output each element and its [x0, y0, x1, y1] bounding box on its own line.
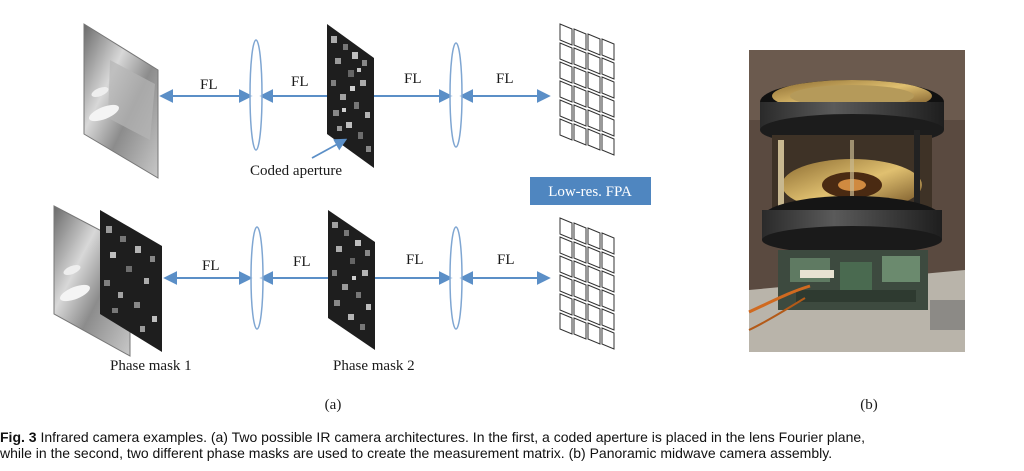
- fpa-pixel: [573, 66, 587, 89]
- fpa-pixel: [573, 260, 587, 283]
- fpa-pixel: [559, 42, 573, 65]
- fpa-pixel: [601, 95, 615, 118]
- fpa-label-box: Low-res. FPA: [530, 177, 651, 205]
- caption-line-2: while in the second, two different phase…: [0, 445, 833, 461]
- fpa-pixel: [587, 52, 601, 75]
- caption-fig-label: Fig. 3: [0, 429, 37, 445]
- fpa-pixel: [601, 308, 615, 331]
- fpa-pixel: [559, 217, 573, 240]
- panel-a-label: (a): [325, 397, 342, 413]
- fpa-pixel: [559, 118, 573, 141]
- coded-aperture-pointer: [311, 138, 348, 159]
- fpa-pixel: [573, 298, 587, 321]
- fpa-pixel: [573, 241, 587, 264]
- fpa-pixel: [587, 284, 601, 307]
- fl-label-top-4: FL: [496, 71, 514, 87]
- fpa-pixel: [601, 76, 615, 99]
- figure-caption: Fig. 3 Infrared camera examples. (a) Two…: [0, 429, 1024, 461]
- fpa-pixel: [559, 255, 573, 278]
- fl-label-bottom-1: FL: [202, 258, 220, 274]
- fpa-pixel: [587, 303, 601, 326]
- coded-aperture-label: Coded aperture: [250, 163, 342, 179]
- phase-mask-2: [328, 210, 375, 350]
- fpa-pixel: [559, 312, 573, 335]
- fpa-pixel: [573, 222, 587, 245]
- fpa-pixel: [573, 279, 587, 302]
- fpa-pixel: [587, 33, 601, 56]
- fpa-pixel: [587, 128, 601, 151]
- fl-label-top-3: FL: [404, 71, 422, 87]
- lens-bottom-1: [250, 226, 264, 330]
- fpa-pixel: [587, 227, 601, 250]
- panel-b-label: (b): [860, 397, 878, 413]
- fpa-pixel: [601, 114, 615, 137]
- fl-label-bottom-2: FL: [293, 254, 311, 270]
- scene-image-top: [83, 23, 159, 179]
- fpa-grid-bottom: [559, 217, 615, 350]
- phase-mask-1-label: Phase mask 1: [110, 358, 192, 374]
- fpa-pixel: [559, 61, 573, 84]
- fpa-pixel: [559, 274, 573, 297]
- phase-mask-2-label: Phase mask 2: [333, 358, 415, 374]
- fpa-pixel: [601, 327, 615, 350]
- fpa-pixel: [573, 104, 587, 127]
- fpa-pixel: [601, 232, 615, 255]
- fpa-pixel: [573, 28, 587, 51]
- fpa-pixel: [559, 23, 573, 46]
- coded-aperture-mask: [327, 24, 374, 168]
- fl-label-bottom-4: FL: [497, 252, 515, 268]
- fpa-pixel: [559, 293, 573, 316]
- fpa-pixel: [601, 57, 615, 80]
- camera-assembly-photo: [748, 50, 965, 352]
- fpa-pixel: [587, 109, 601, 132]
- lens-bottom-2: [449, 226, 463, 330]
- fpa-pixel: [587, 90, 601, 113]
- lens-top-1: [249, 39, 263, 151]
- fpa-pixel: [601, 133, 615, 156]
- fpa-grid-top: [559, 23, 615, 156]
- fpa-pixel: [559, 99, 573, 122]
- fpa-pixel: [573, 123, 587, 146]
- fpa-pixel: [601, 251, 615, 274]
- fpa-pixel: [559, 236, 573, 259]
- fpa-pixel: [559, 80, 573, 103]
- phase-mask-1: [100, 210, 162, 352]
- fpa-label: Low-res. FPA: [548, 184, 632, 200]
- fpa-pixel: [573, 85, 587, 108]
- fpa-pixel: [573, 47, 587, 70]
- fpa-pixel: [601, 38, 615, 61]
- fl-label-top-2: FL: [291, 74, 309, 90]
- fpa-pixel: [587, 71, 601, 94]
- fpa-pixel: [587, 322, 601, 345]
- caption-line-1: Fig. 3 Infrared camera examples. (a) Two…: [0, 429, 1024, 445]
- fpa-pixel: [601, 289, 615, 312]
- fl-label-top-1: FL: [200, 77, 218, 93]
- fpa-pixel: [601, 270, 615, 293]
- caption-text-1: Infrared camera examples. (a) Two possib…: [36, 429, 866, 445]
- lens-top-2: [449, 42, 463, 148]
- fl-label-bottom-3: FL: [406, 252, 424, 268]
- fpa-pixel: [573, 317, 587, 340]
- fpa-pixel: [587, 246, 601, 269]
- fpa-pixel: [587, 265, 601, 288]
